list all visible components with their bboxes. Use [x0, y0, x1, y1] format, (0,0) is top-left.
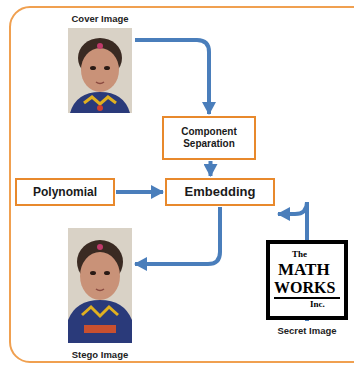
logo-text: Inc. — [310, 300, 325, 309]
flow-arrow — [116, 190, 163, 194]
logo-text: WORKS — [274, 280, 335, 296]
flow-arrow — [209, 161, 213, 176]
image-caption: Cover Image — [38, 13, 162, 24]
process-box: Embedding — [165, 178, 275, 206]
cover-photo — [68, 28, 132, 113]
secret-image: Secret ImageTheMATHWORKSInc. — [266, 240, 348, 320]
cover-image: Cover Image — [68, 28, 132, 113]
box-label: Embedding — [185, 184, 256, 200]
flow-arrow — [135, 207, 220, 264]
stego-photo — [68, 228, 132, 343]
image-caption: Secret Image — [240, 325, 354, 336]
logo-text: MATH — [278, 261, 330, 278]
box-label: Polynomial — [33, 185, 97, 200]
image-caption: Stego Image — [38, 349, 162, 360]
process-box: Component Separation — [162, 116, 256, 160]
logo-rule — [274, 297, 340, 299]
stego-image: Stego Image — [68, 228, 132, 343]
flow-arrow — [135, 40, 209, 114]
rounded-border — [10, 7, 354, 362]
process-box: Polynomial — [15, 178, 115, 206]
box-label: Component Separation — [170, 126, 248, 151]
logo-text: The — [292, 250, 307, 259]
